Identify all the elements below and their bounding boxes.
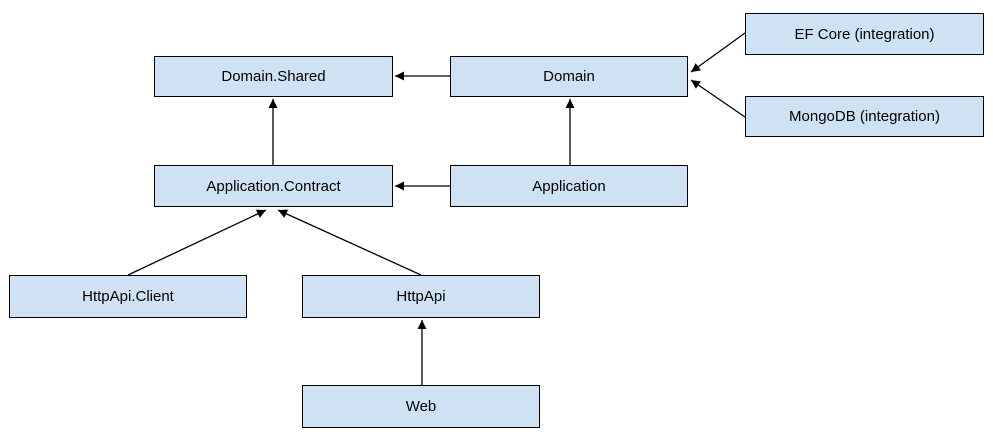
- node-httpapi-client-label: HttpApi.Client: [82, 288, 174, 305]
- node-domain-label: Domain: [543, 68, 595, 85]
- node-mongodb-integration-label: MongoDB (integration): [789, 108, 940, 125]
- node-application-contract-label: Application.Contract: [206, 177, 341, 195]
- edge-httpapi-client-to-application-contract: [127, 209, 267, 276]
- node-httpapi-client: HttpApi.Client: [9, 275, 247, 318]
- node-web-label: Web: [405, 398, 437, 415]
- node-application-contract: Application.Contract: [154, 165, 393, 207]
- node-efcore-integration-label: EF Core (integration): [794, 25, 935, 43]
- node-domain: Domain: [450, 56, 688, 97]
- node-httpapi-label: HttpApi: [396, 288, 446, 305]
- node-application-label: Application: [532, 177, 606, 195]
- edge-mongodb-to-domain: [690, 79, 746, 118]
- node-application: Application: [450, 165, 688, 207]
- node-web: Web: [302, 385, 540, 428]
- edge-httpapi-to-application-contract: [277, 209, 422, 276]
- node-mongodb-integration: MongoDB (integration): [745, 96, 984, 137]
- edge-efcore-to-domain: [690, 32, 746, 73]
- node-httpapi: HttpApi: [302, 275, 540, 318]
- node-domain-shared-label: Domain.Shared: [221, 68, 326, 85]
- node-domain-shared: Domain.Shared: [154, 56, 393, 97]
- node-efcore-integration: EF Core (integration): [745, 13, 984, 55]
